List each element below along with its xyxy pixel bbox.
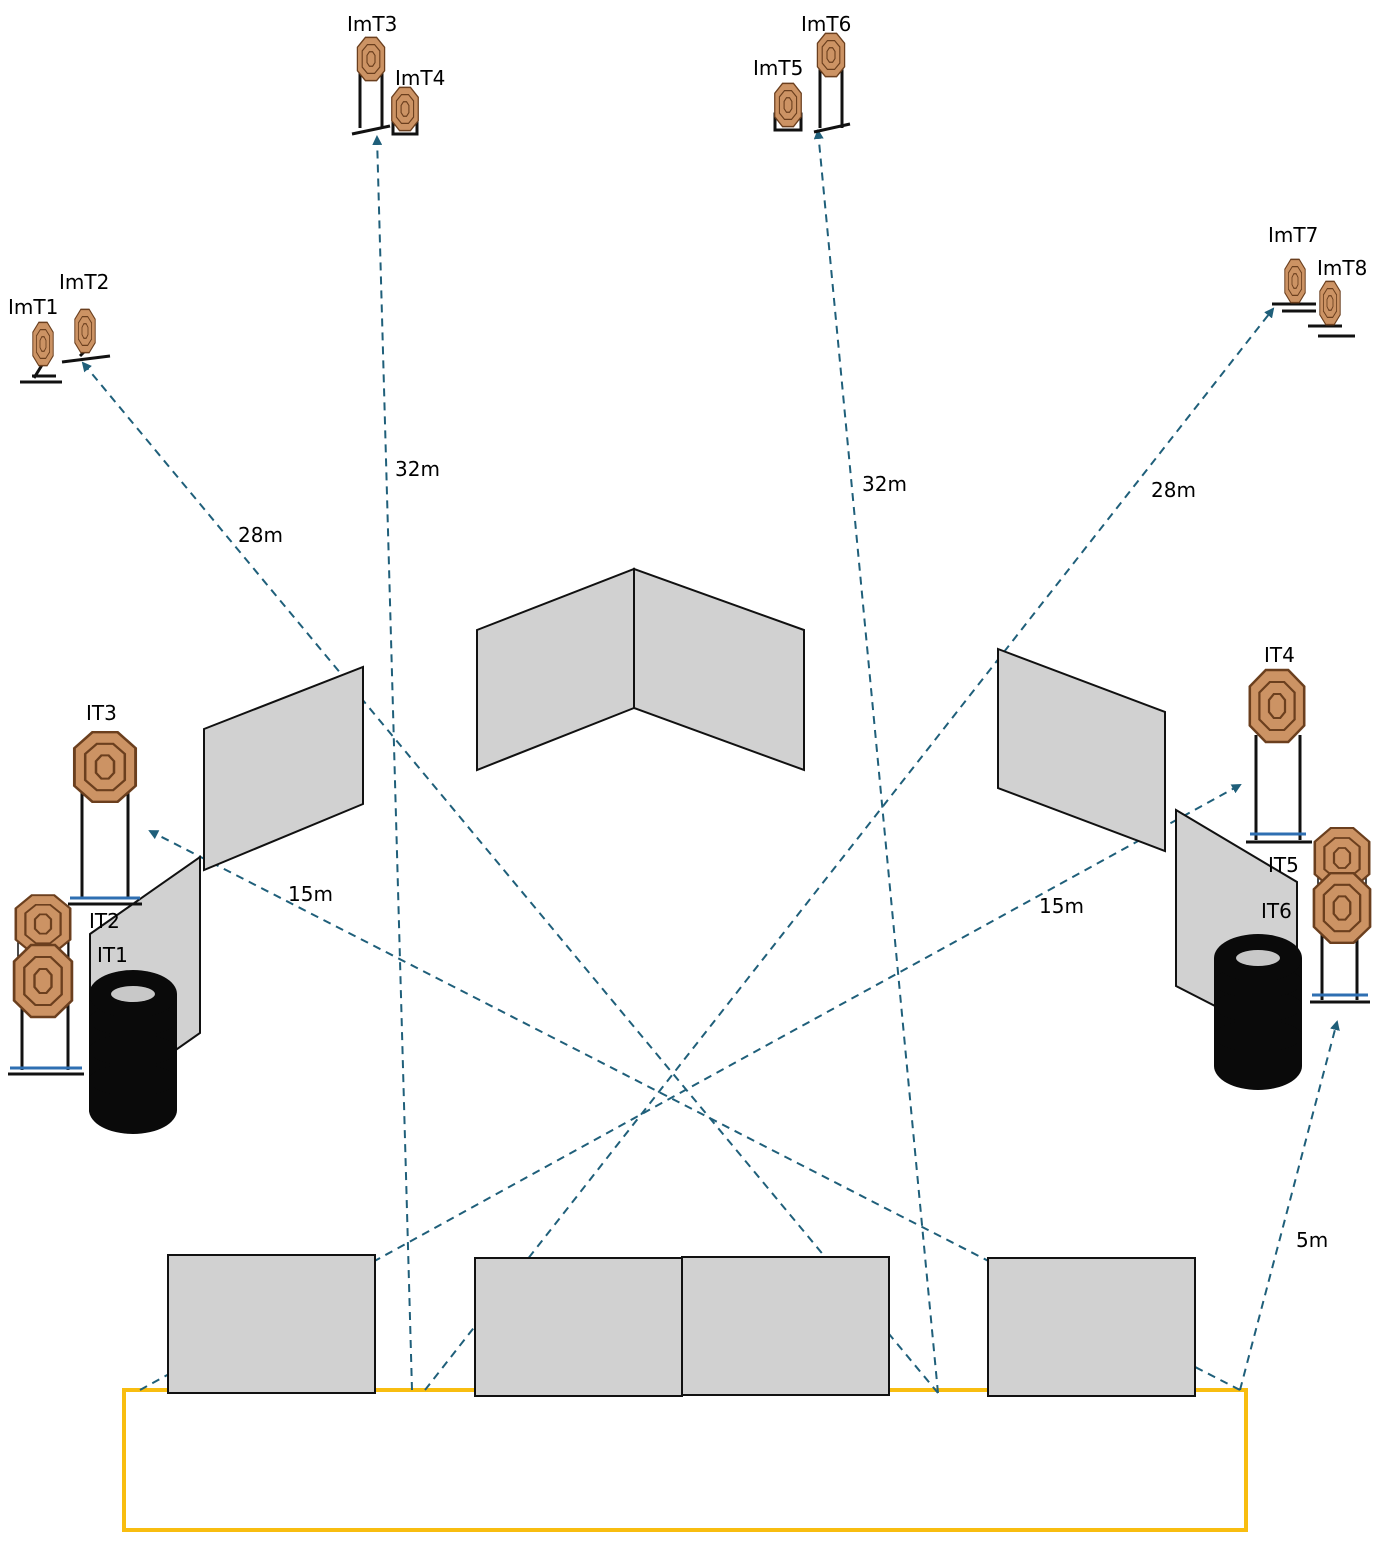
distance-right-near: 5m <box>1296 1228 1329 1252</box>
imt2-target <box>61 308 111 364</box>
path-to-imt3 <box>372 135 413 1391</box>
path-to-imt6 <box>813 129 939 1394</box>
distance-right-close: 15m <box>1039 894 1084 918</box>
it2-label: IT2 <box>89 909 120 933</box>
distance-center-right: 32m <box>862 472 907 496</box>
barricade-center-right <box>633 567 805 772</box>
imt4-label: ImT4 <box>395 66 446 90</box>
distance-left-far: 28m <box>238 523 283 547</box>
imt8-target <box>1308 280 1355 338</box>
front-wall-4 <box>987 1257 1196 1397</box>
imt7-target <box>1272 258 1316 313</box>
distance-left-close: 15m <box>288 882 333 906</box>
mid-barricades <box>89 567 1298 1112</box>
imt5-target <box>773 82 803 132</box>
imt3-target <box>351 36 391 136</box>
tire-stack-right <box>1214 934 1302 1090</box>
path-to-imt2 <box>81 361 939 1394</box>
imt6-target <box>813 32 851 134</box>
path-to-imt7 <box>424 307 1275 1391</box>
it6-label: IT6 <box>1261 899 1292 923</box>
it4-label: IT4 <box>1264 643 1295 667</box>
tire-stack-left <box>89 970 177 1134</box>
front-wall-2 <box>474 1257 683 1397</box>
imt5-label: ImT5 <box>753 56 804 80</box>
shot-paths <box>81 129 1340 1394</box>
imt1-target <box>20 321 62 384</box>
it4-target <box>1246 668 1312 844</box>
barricade-center-left <box>476 567 635 772</box>
it1-label: IT1 <box>97 943 128 967</box>
imt1-label: ImT1 <box>8 295 59 319</box>
front-walls <box>167 1254 1196 1397</box>
imt3-label: ImT3 <box>347 12 398 36</box>
imt6-label: ImT6 <box>801 12 852 36</box>
it3-target <box>68 730 142 906</box>
barricade-left <box>203 665 364 872</box>
barricade-right <box>997 647 1166 853</box>
imt2-label: ImT2 <box>59 270 110 294</box>
distance-center-left: 32m <box>395 457 440 481</box>
imt4-target <box>391 86 419 136</box>
distance-right-far: 28m <box>1151 478 1196 502</box>
path-to-it6 <box>1239 1020 1340 1391</box>
it3-label: IT3 <box>86 701 117 725</box>
imt8-label: ImT8 <box>1317 256 1368 280</box>
front-wall-1 <box>167 1254 376 1394</box>
it1-it2-target <box>8 893 84 1076</box>
front-wall-3 <box>681 1256 890 1396</box>
it5-it6-target <box>1310 826 1372 1004</box>
shooting-box <box>122 1388 1248 1532</box>
it5-label: IT5 <box>1268 853 1299 877</box>
imt7-label: ImT7 <box>1268 223 1319 247</box>
